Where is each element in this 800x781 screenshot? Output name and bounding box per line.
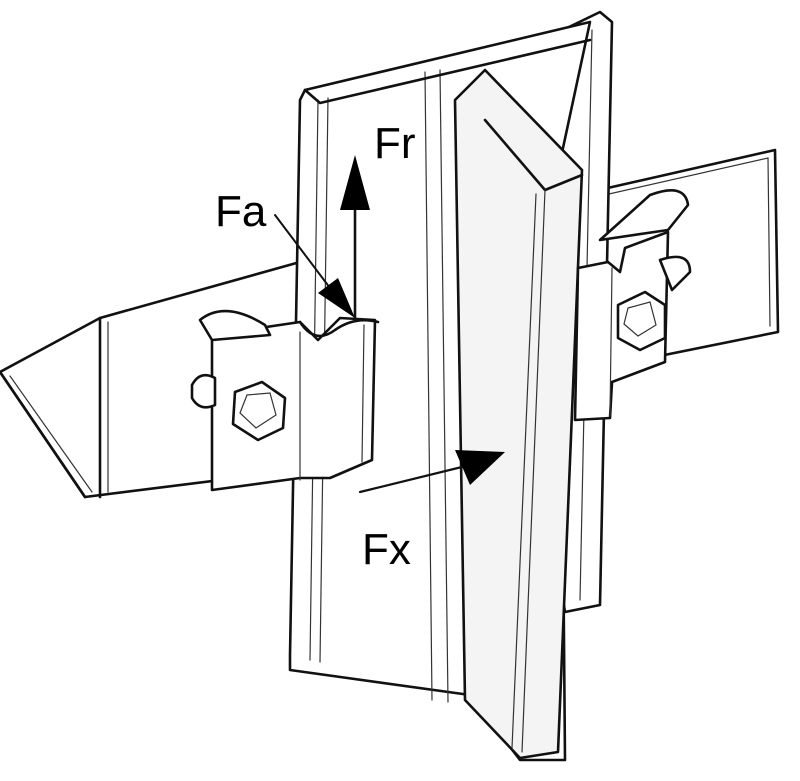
left-bolt xyxy=(190,373,287,442)
left-clamp xyxy=(198,309,380,492)
fx-arrowhead xyxy=(455,450,505,485)
rail-head xyxy=(453,68,584,760)
label-fa: Fa xyxy=(215,187,267,236)
fa-arrowhead xyxy=(318,278,355,318)
fr-arrowhead xyxy=(340,155,370,210)
force-arrow-fa xyxy=(274,214,355,318)
label-fr: Fr xyxy=(374,119,416,168)
right-bolt xyxy=(616,290,667,352)
force-arrow-fr xyxy=(340,155,370,320)
label-fx: Fx xyxy=(362,525,411,574)
force-arrow-fx xyxy=(358,450,505,494)
